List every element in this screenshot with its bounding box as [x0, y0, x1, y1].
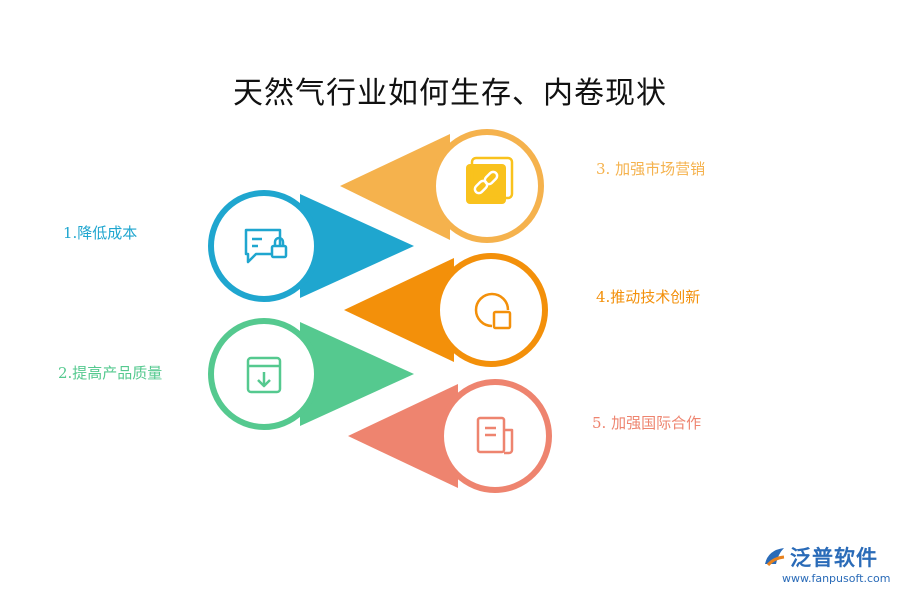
brand-logo: 泛普软件 www.fanpusoft.com	[762, 542, 892, 594]
node-2	[208, 318, 414, 430]
node-1-circle	[208, 190, 320, 302]
node-1	[208, 190, 414, 302]
node-5	[348, 379, 552, 493]
node-3	[340, 129, 544, 243]
node-3-wedge	[340, 134, 450, 240]
link-icon	[466, 156, 514, 204]
fanpu-logo-icon	[765, 548, 785, 567]
label-2: 2.提高产品质量	[58, 364, 163, 382]
chart-square-icon	[474, 292, 512, 330]
label-5: 5. 加强国际合作	[592, 414, 702, 432]
page-title: 天然气行业如何生存、内卷现状	[233, 76, 667, 111]
node-4-circle	[434, 253, 548, 367]
document-icon	[476, 416, 514, 455]
label-1: 1.降低成本	[63, 224, 138, 242]
message-lock-icon	[244, 228, 288, 264]
node-4-wedge	[344, 258, 454, 362]
logo-name: 泛普软件	[790, 546, 878, 570]
node-1-wedge	[300, 194, 414, 298]
download-box-icon	[246, 356, 282, 394]
label-3: 3. 加强市场营销	[596, 160, 706, 178]
logo-url: www.fanpusoft.com	[782, 572, 891, 585]
node-4	[344, 253, 548, 367]
node-2-wedge	[300, 322, 414, 426]
node-5-wedge	[348, 384, 458, 488]
label-4: 4.推动技术创新	[596, 288, 701, 306]
